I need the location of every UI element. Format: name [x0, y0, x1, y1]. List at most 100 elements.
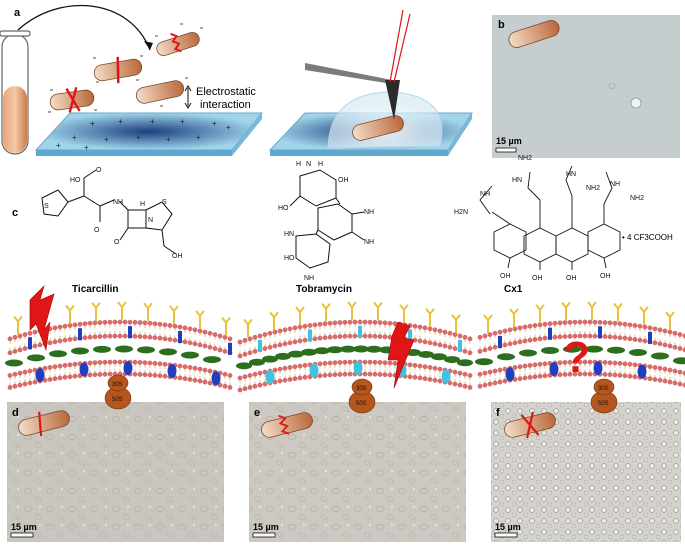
bacterium-broken-wall [156, 31, 200, 57]
annotation-line-1: Electrostatic [196, 86, 256, 98]
svg-text:+: + [166, 135, 171, 144]
bacterium-crossed [49, 86, 95, 113]
bacterium-inset-e [261, 412, 313, 438]
svg-text:+: + [226, 123, 231, 132]
test-tube-icon [0, 30, 31, 155]
compound-name-ticarcillin: Ticarcillin [72, 284, 119, 295]
scale-label-e: 15 µm [253, 522, 279, 532]
svg-text:+: + [104, 135, 109, 144]
atom-s-1: S [44, 203, 49, 210]
atom-nh-t1: NH [364, 209, 374, 216]
atom-h-t2: H [318, 161, 323, 168]
scale-label-b: 15 µm [496, 136, 522, 146]
atom-h2n-c1: H2N [454, 209, 468, 216]
cx1-salt: • 4 CF3COOH [622, 233, 673, 242]
atom-oh-t1: OH [338, 177, 349, 184]
svg-text:+: + [150, 117, 155, 126]
atom-ho-t2: HO [284, 255, 295, 262]
panel-label-a: a [14, 7, 21, 19]
svg-text:+: + [72, 133, 77, 142]
panel-label-e: e [254, 407, 260, 419]
membrane-diagrams: ? [5, 284, 685, 393]
panel-d: d 15 µm [7, 402, 224, 542]
ticarcillin-structure [41, 169, 177, 255]
ribosome-50s-label: 50S [112, 397, 123, 403]
atom-oh-c3: OH [566, 275, 577, 282]
ribosome-icon: 30S 50S [104, 374, 132, 410]
panel-label-f: f [496, 407, 500, 419]
bacterium-inset-f [504, 411, 556, 439]
panel-f: f 15 µm [491, 402, 681, 542]
svg-text:+: + [196, 133, 201, 142]
scale-label-f: 15 µm [495, 522, 521, 532]
svg-text:+: + [180, 117, 185, 126]
atom-hn-t1: HN [284, 231, 294, 238]
atom-nh-c1: NH [480, 191, 490, 198]
electrostatic-arrow [184, 85, 192, 109]
svg-text:+: + [84, 143, 89, 152]
bacterium-inset-b [508, 20, 560, 48]
membrane-ticarcillin [5, 301, 233, 390]
atom-o-1: O [96, 167, 102, 174]
cx1-structure [479, 165, 621, 270]
afm-illustration [268, 9, 473, 156]
panel-label-b: b [498, 19, 505, 31]
svg-text:+: + [90, 119, 95, 128]
atom-nh-1: NH [113, 199, 123, 206]
transfer-arrow [17, 4, 151, 51]
panel-a: a +++++ +++++ +++ [0, 4, 264, 156]
ribosome-50s-label: 50S [356, 401, 367, 407]
scale-bar-f [494, 532, 518, 538]
ribosome-50s-label: 50S [598, 401, 609, 407]
panel-label-d: d [12, 407, 19, 419]
atom-oh-c4: OH [600, 273, 611, 280]
bacterium-cut [93, 56, 143, 84]
atom-nh2-c1: NH2 [518, 155, 532, 162]
atom-nh-t3: NH [304, 275, 314, 282]
membrane-tobramycin [236, 301, 473, 393]
glass-slide-a [34, 112, 264, 156]
panel-label-c: c [12, 207, 18, 219]
atom-n-1: N [148, 217, 153, 224]
panel-e: e 15 µm [249, 402, 466, 542]
ribosome-icon: 30S 50S [348, 378, 376, 414]
atom-nh2-c3: NH2 [630, 195, 644, 202]
laser-beam [389, 9, 404, 83]
compound-name-cx1: Cx1 [504, 284, 523, 295]
panel-c: c HO O S O NH H N S O OH [12, 155, 673, 295]
ribosome-30s-label: 30S [112, 382, 123, 388]
atom-nh-t2: NH [364, 239, 374, 246]
atom-oh-c1: OH [500, 273, 511, 280]
atom-oh-1: OH [172, 253, 183, 260]
membrane-cx1 [475, 301, 685, 389]
panel-b: b 15 µm [492, 15, 680, 158]
lightning-icon-tobramycin [387, 321, 415, 389]
atom-h-t1: H [296, 161, 301, 168]
tobramycin-structure [289, 169, 365, 269]
atom-o-2: O [94, 227, 100, 234]
atom-oh-c2: OH [532, 275, 543, 282]
atom-n-t1: N [306, 161, 311, 168]
atom-ho-1: HO [70, 177, 81, 184]
compound-name-tobramycin: Tobramycin [296, 284, 352, 295]
bacterium-intact [135, 80, 185, 104]
annotation-line-2: interaction [200, 99, 251, 111]
ribosome-30s-label: 30S [598, 386, 609, 392]
afm-tip [385, 80, 400, 120]
scale-bar-b [495, 147, 517, 153]
ribosome-icon: 30S 50S [590, 378, 618, 414]
bacterium-inset-d [18, 410, 70, 437]
svg-text:+: + [136, 133, 141, 142]
svg-text:+: + [118, 117, 123, 126]
ribosome-30s-label: 30S [356, 386, 367, 392]
svg-text:+: + [212, 119, 217, 128]
lightning-icon-ticarcillin [29, 284, 55, 352]
scale-bar-d [10, 532, 34, 538]
atom-hn-c1: HN [512, 177, 522, 184]
atom-s-2: S [162, 199, 167, 206]
scale-label-d: 15 µm [11, 522, 37, 532]
bacterium-on-slide [352, 115, 404, 141]
atom-nh-c2: NH [610, 181, 620, 188]
